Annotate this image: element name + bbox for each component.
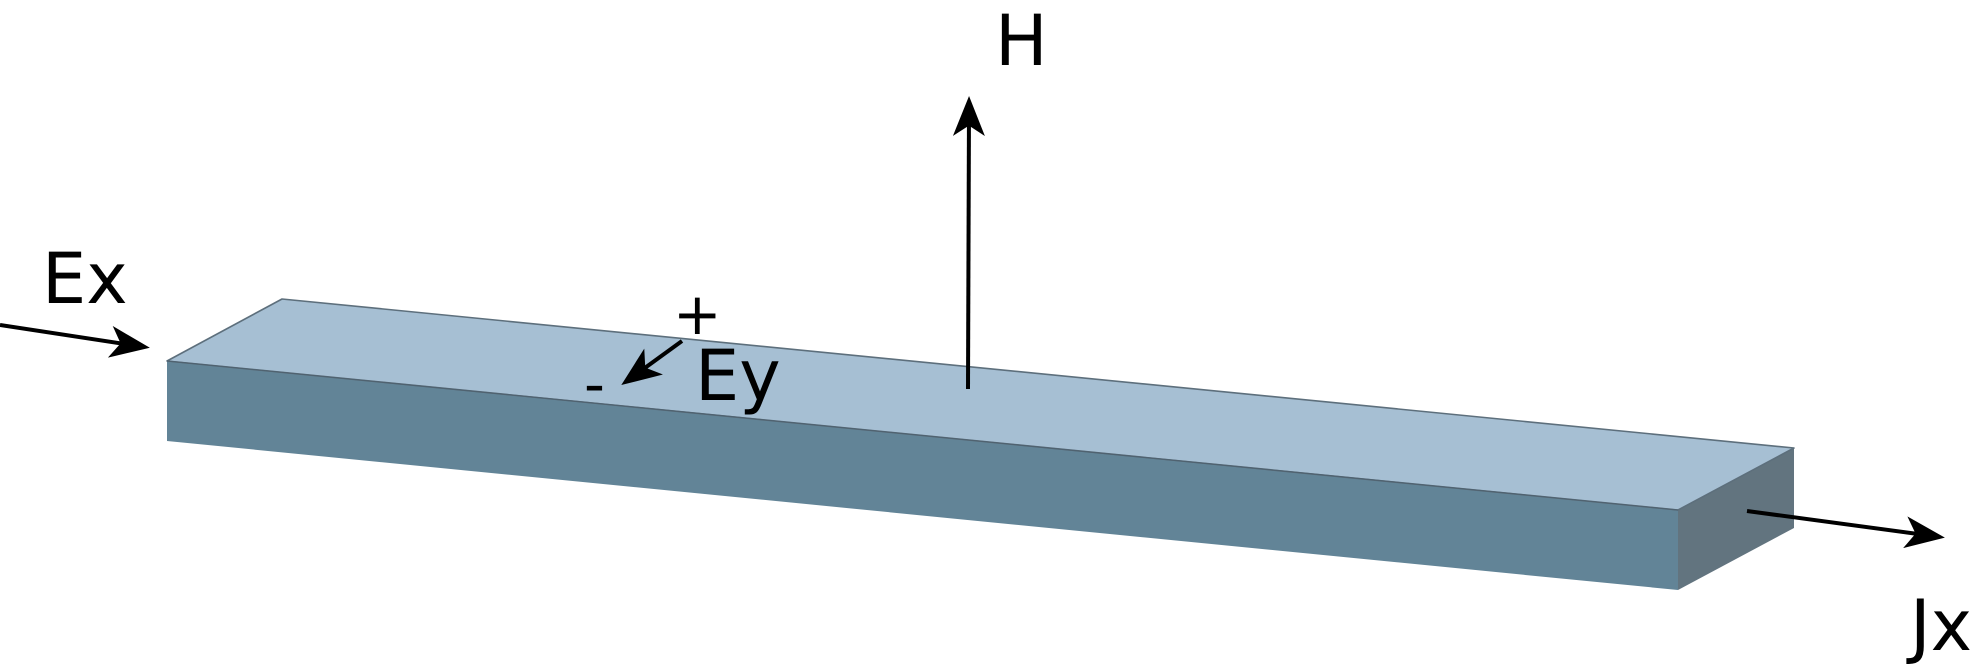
h-arrow — [952, 96, 985, 390]
ex-label: Ex — [42, 238, 128, 320]
ey-arrow — [621, 339, 684, 386]
slab-front-face — [167, 361, 1678, 590]
ey-label: Ey — [695, 335, 781, 417]
slab-side-face — [1678, 448, 1794, 590]
conductor-slab — [166, 298, 1795, 590]
jx-label: Jx — [1906, 585, 1972, 667]
minus-sign: - — [584, 350, 605, 418]
jx-arrow — [1746, 509, 1945, 549]
plus-sign: + — [673, 280, 722, 348]
h-label: H — [995, 0, 1048, 82]
slab-front-top-edge — [166, 360, 1679, 511]
ex-arrow — [0, 323, 150, 358]
